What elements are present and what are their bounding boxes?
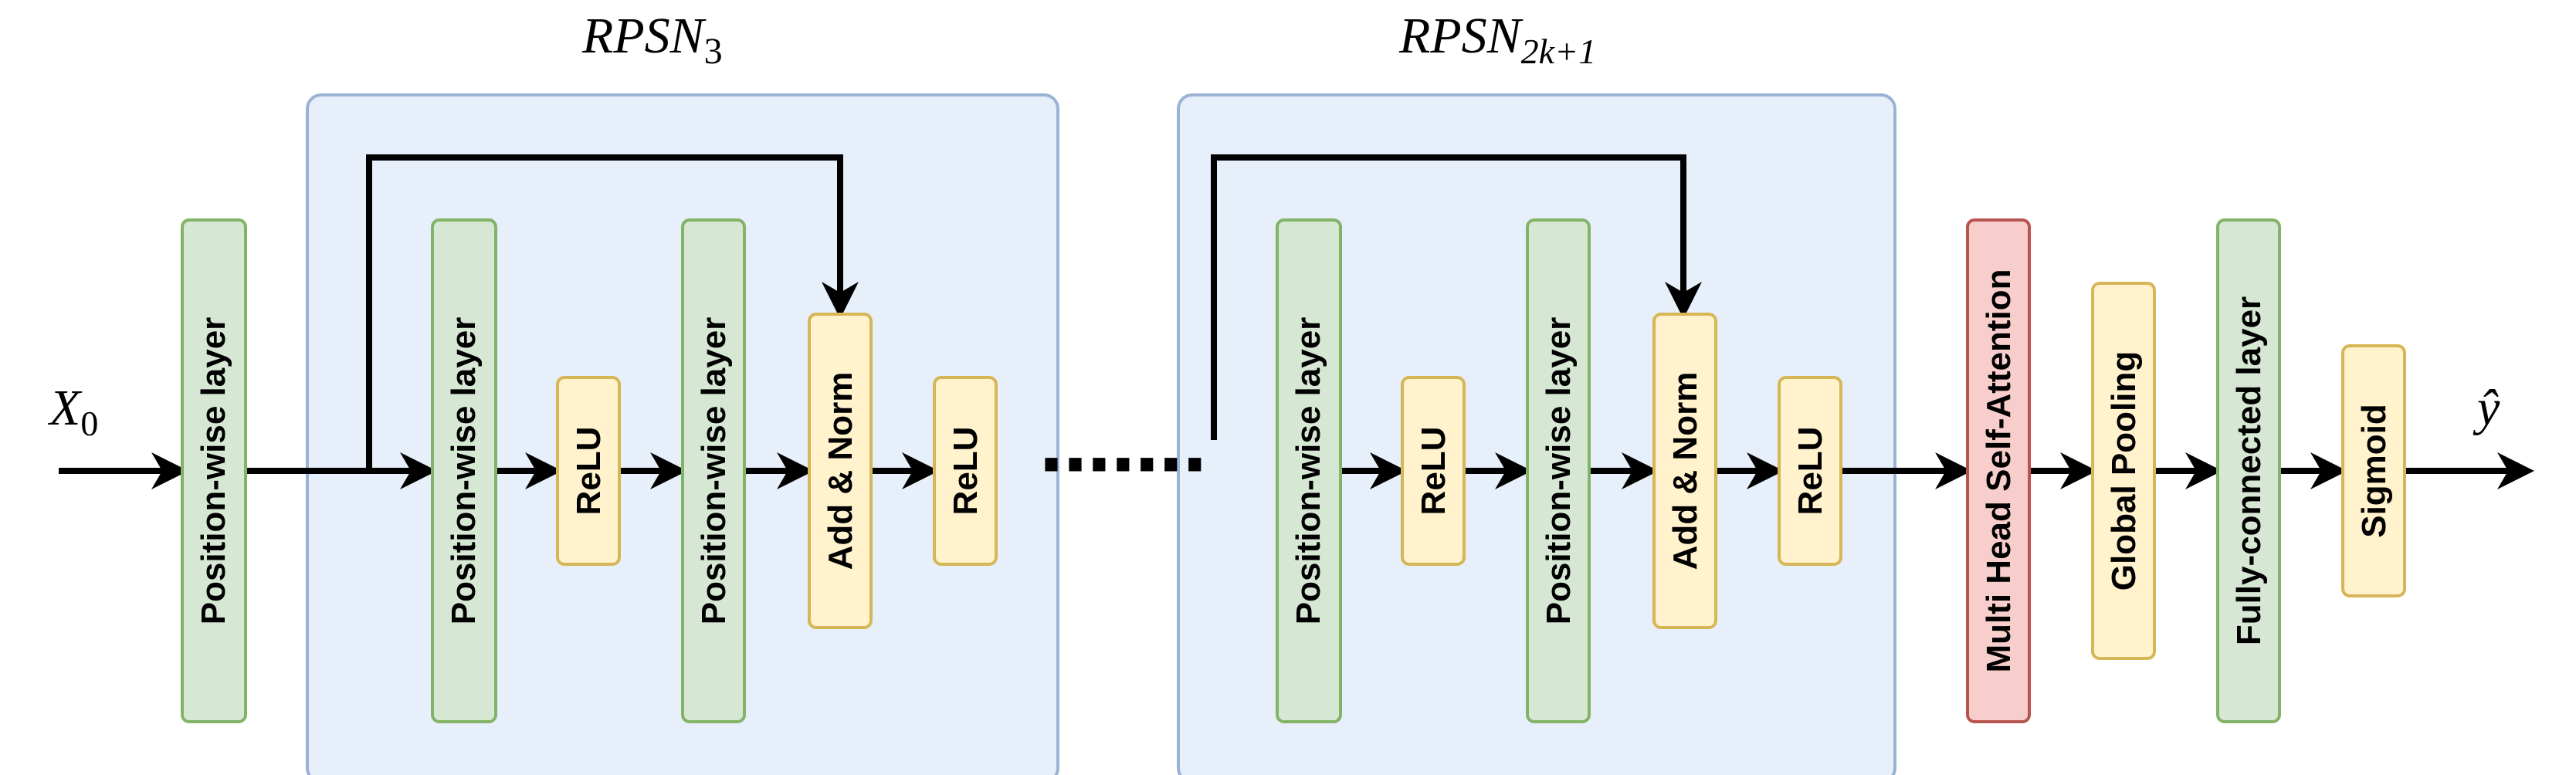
multi-head-self-attention: Multi Head Self-Attention <box>1966 218 2031 723</box>
skip-connection-2 <box>1211 154 1702 440</box>
rpsn2k1-relu-2: ReLU <box>1778 376 1842 566</box>
rpsn3-relu-2: ReLU <box>933 376 998 566</box>
rpsn2k1-title: RPSN2k+1 <box>1398 8 1596 71</box>
rpsn3-position-wise-layer-1: Position-wise layer <box>431 218 497 723</box>
svg-text:ReLU: ReLU <box>570 427 608 516</box>
svg-text:Fully-connected layer: Fully-connected layer <box>2230 296 2268 645</box>
svg-text:Add & Norm: Add & Norm <box>822 372 859 570</box>
svg-text:Position-wise layer: Position-wise layer <box>445 317 483 625</box>
svg-text:Position-wise layer: Position-wise layer <box>195 317 232 625</box>
rpsn2k1-position-wise-layer-1: Position-wise layer <box>1276 218 1342 723</box>
global-pooling: Global Pooling <box>2091 282 2156 660</box>
svg-text:Sigmoid: Sigmoid <box>2355 404 2393 538</box>
svg-text:ReLU: ReLU <box>1791 427 1829 516</box>
blocks: Position-wise layer Position-wise layer … <box>181 218 2406 723</box>
rpsn3-position-wise-layer-2: Position-wise layer <box>681 218 746 723</box>
svg-text:Position-wise layer: Position-wise layer <box>1540 317 1578 625</box>
svg-text:Multi Head Self-Attention: Multi Head Self-Attention <box>1980 269 2018 672</box>
fully-connected-layer: Fully-connected layer <box>2216 218 2281 723</box>
svg-text:ReLU: ReLU <box>947 427 985 516</box>
svg-text:ReLU: ReLU <box>1415 427 1452 516</box>
ellipsis: ······· <box>1038 424 1205 506</box>
rpsn2k1-relu-1: ReLU <box>1401 376 1466 566</box>
rpsn3-title: RPSN3 <box>581 8 723 72</box>
input-label: X0 <box>47 380 98 443</box>
rpsn2k1-add-norm: Add & Norm <box>1652 313 1717 629</box>
rpsn3-add-norm: Add & Norm <box>808 313 873 629</box>
svg-text:Global Pooling: Global Pooling <box>2105 351 2143 591</box>
rpsn2k1-position-wise-layer-2: Position-wise layer <box>1526 218 1591 723</box>
svg-text:Add & Norm: Add & Norm <box>1666 372 1704 570</box>
position-wise-layer-input: Position-wise layer <box>181 218 247 723</box>
svg-text:Position-wise layer: Position-wise layer <box>695 317 733 625</box>
connectors <box>59 154 2534 489</box>
sigmoid: Sigmoid <box>2341 344 2406 597</box>
skip-connection-1 <box>366 154 859 471</box>
output-label: ŷ <box>2473 380 2500 436</box>
svg-text:Position-wise layer: Position-wise layer <box>1290 317 1327 625</box>
rpsn3-relu-1: ReLU <box>556 376 621 566</box>
